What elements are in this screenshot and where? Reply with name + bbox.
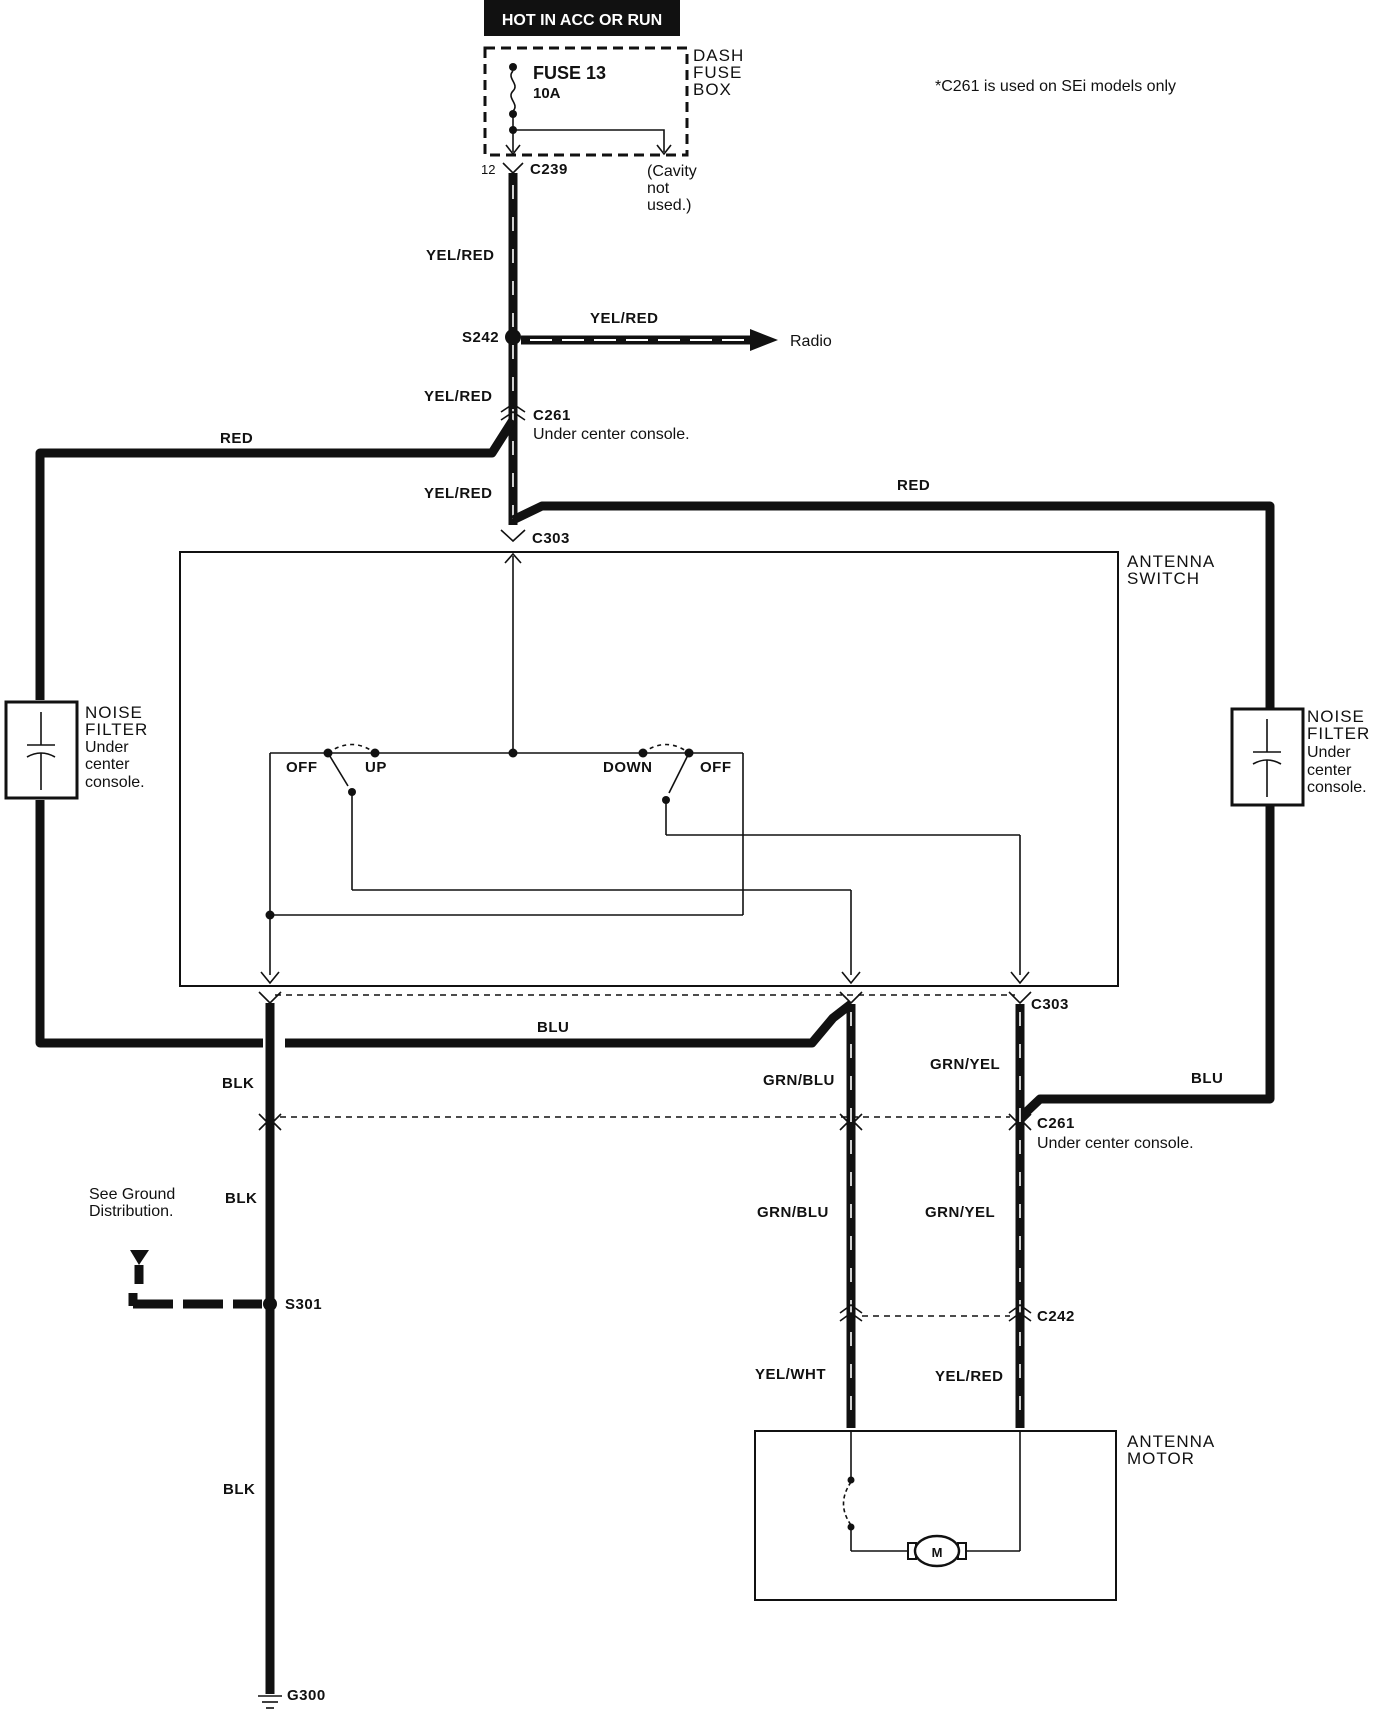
c261-bottom-label: C261: [1037, 1115, 1075, 1132]
wire-label-blk-2: BLK: [225, 1190, 257, 1207]
s242-label: S242: [462, 329, 499, 346]
noise-filter-left-1: NOISE: [85, 703, 143, 722]
wire-label-yel-red-radio: YEL/RED: [590, 310, 659, 327]
c261-top-note: Under center console.: [533, 426, 690, 443]
c239-connector: [502, 162, 524, 175]
c303-bottom-label: C303: [1031, 996, 1069, 1013]
motor-symbol: M: [932, 1545, 943, 1560]
wire-label-red-right: RED: [897, 477, 930, 494]
wire-label-blk-3: BLK: [223, 1481, 255, 1498]
switch-off-right: OFF: [700, 759, 732, 776]
footnote: *C261 is used on SEi models only: [935, 78, 1176, 95]
wire-label-yel-red-motor: YEL/RED: [935, 1368, 1004, 1385]
wire-label-yel-red-1: YEL/RED: [426, 247, 495, 264]
c303-bottom-pin-3: [1008, 991, 1032, 1005]
noise-filter-right-1: NOISE: [1307, 707, 1365, 726]
noise-filter-left-5: console.: [85, 774, 145, 791]
c303-bottom-pin-1: [258, 991, 282, 1005]
noise-filter-right-3: Under: [1307, 744, 1351, 761]
c303-top-connector: [500, 529, 526, 543]
c239-pin-label: 12: [481, 162, 495, 177]
c261-bottom-pin-1: [258, 1113, 282, 1131]
antenna-motor-label-1: ANTENNA: [1127, 1432, 1215, 1451]
wire-label-blu-right: BLU: [1191, 1070, 1223, 1087]
motor-icon: M: [907, 1534, 967, 1568]
red-wire-right: [511, 501, 1275, 1122]
radio-branch-wire: [521, 329, 778, 351]
s301-splice: [263, 1297, 277, 1311]
wire-label-grn-yel-2: GRN/YEL: [925, 1204, 995, 1221]
noise-filter-left-4: center: [85, 756, 130, 773]
wire-label-grn-yel-1: GRN/YEL: [930, 1056, 1000, 1073]
noise-filter-left-2: FILTER: [85, 720, 148, 739]
power-label: HOT IN ACC OR RUN: [502, 12, 662, 29]
ground-note-1: See Ground: [89, 1186, 175, 1203]
g300-label: G300: [287, 1687, 326, 1704]
power-label-box: [484, 0, 680, 36]
c261-top-label: C261: [533, 407, 571, 424]
c242-label: C242: [1037, 1308, 1075, 1325]
s242-splice: [505, 329, 521, 345]
red-wire-left: [35, 417, 517, 1048]
antenna-motor: [754, 1430, 1117, 1601]
c239-label: C239: [530, 161, 568, 178]
blu-wire-left: [285, 1000, 854, 1048]
wire-label-red-left: RED: [220, 430, 253, 447]
wire-label-grn-blu-2: GRN/BLU: [757, 1204, 829, 1221]
c242-pin-2: [1008, 1304, 1032, 1322]
wire-label-yel-red-3: YEL/RED: [424, 485, 493, 502]
noise-filter-right-5: console.: [1307, 779, 1367, 796]
switch-off-left: OFF: [286, 759, 318, 776]
c303-top-label: C303: [532, 530, 570, 547]
fuse-box-label-2: FUSE: [693, 63, 742, 82]
ground-note-2: Distribution.: [89, 1203, 173, 1220]
c261-top-connector: [500, 403, 526, 421]
g300-ground-icon: [258, 1695, 282, 1709]
noise-filter-left-3: Under: [85, 739, 129, 756]
c242-pin-1: [839, 1304, 863, 1322]
noise-filter-right: [1230, 707, 1305, 807]
noise-filter-right-4: center: [1307, 762, 1352, 779]
fuse-rating: 10A: [533, 85, 561, 102]
fuse-box-label-3: BOX: [693, 80, 732, 99]
antenna-switch-label-2: SWITCH: [1127, 569, 1200, 588]
ground-branch: [128, 1250, 262, 1309]
noise-filter-right-2: FILTER: [1307, 724, 1370, 743]
switch-up: UP: [365, 759, 387, 776]
s301-label: S301: [285, 1296, 322, 1313]
wire-label-grn-blu-1: GRN/BLU: [763, 1072, 835, 1089]
cavity-note-3: used.): [647, 197, 691, 214]
c261-bottom-note: Under center console.: [1037, 1135, 1194, 1152]
wire-label-yel-red-2: YEL/RED: [424, 388, 493, 405]
c303-bottom-pin-2: [839, 991, 863, 1005]
wire-label-blu-left: BLU: [537, 1019, 569, 1036]
antenna-switch: [179, 551, 1119, 987]
dash-fuse-box: DASH FUSE BOX FUSE 13 10A: [483, 46, 744, 157]
antenna-motor-label-2: MOTOR: [1127, 1449, 1195, 1468]
wire-label-yel-wht: YEL/WHT: [755, 1366, 826, 1383]
wire-label-blk-1: BLK: [222, 1075, 254, 1092]
cavity-note-1: (Cavity: [647, 163, 697, 180]
fuse-box-label-1: DASH: [693, 46, 744, 65]
fuse-name: FUSE 13: [533, 63, 606, 83]
switch-down: DOWN: [603, 759, 653, 776]
cavity-note-2: not: [647, 180, 670, 197]
radio-label: Radio: [790, 333, 832, 350]
antenna-switch-label-1: ANTENNA: [1127, 552, 1215, 571]
noise-filter-left: [4, 700, 79, 800]
